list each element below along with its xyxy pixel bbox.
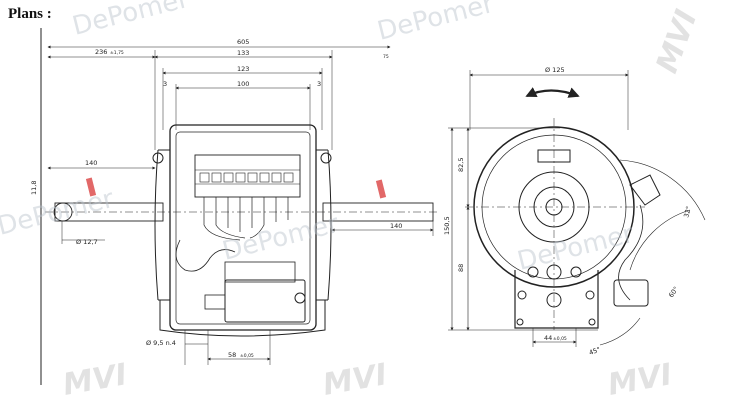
dim-frame-inner: 100 bbox=[237, 80, 249, 88]
dim-shaft-dia: Ø 12,7 bbox=[76, 238, 98, 246]
plans-heading: Plans : bbox=[8, 6, 52, 22]
dim-angle-32: 32° bbox=[682, 205, 693, 218]
dim-right-shaft-tol: 75 bbox=[383, 54, 389, 60]
dim-bottom-44: 44 bbox=[544, 334, 552, 342]
dim-right-140: 140 bbox=[390, 222, 402, 230]
watermark-mvi: MVI bbox=[605, 357, 674, 400]
watermark-mvi: MVI bbox=[650, 5, 705, 77]
dim-overall: 605 bbox=[237, 38, 249, 46]
watermark-mvi: MVI bbox=[60, 357, 129, 400]
dim-base-tol: ±0,05 bbox=[240, 353, 254, 359]
watermark-depomer: DePomer bbox=[0, 184, 117, 242]
dim-frame-mid: 123 bbox=[237, 65, 249, 73]
dim-height-11: 11,8 bbox=[30, 181, 38, 195]
watermark-layer: DePomer DePomer DePomer DePomer DePomer … bbox=[0, 0, 704, 400]
dim-base: 58 bbox=[228, 351, 236, 359]
dim-top-dia: Ø 125 bbox=[545, 66, 565, 74]
dim-left-shaft: 236 bbox=[95, 48, 107, 56]
watermark-accent bbox=[375, 179, 387, 199]
dim-h-88: 88 bbox=[457, 264, 465, 272]
watermark-depomer: DePomer bbox=[219, 209, 342, 267]
watermark-depomer: DePomer bbox=[514, 219, 637, 277]
dim-angle-45: 45° bbox=[588, 345, 602, 356]
watermark-depomer: DePomer bbox=[69, 0, 192, 42]
side-view bbox=[40, 28, 440, 385]
dim-angle-60: 60° bbox=[667, 285, 680, 299]
dim-hole: Ø 9,5 n.4 bbox=[146, 339, 176, 347]
dim-offset-right: 3 bbox=[317, 80, 321, 88]
dim-offset-left: 3 bbox=[163, 80, 167, 88]
watermark-depomer: DePomer bbox=[374, 0, 497, 47]
dim-frame-outer: 133 bbox=[237, 49, 249, 57]
watermark-mvi: MVI bbox=[320, 357, 389, 400]
dim-h-150: 150,5 bbox=[443, 216, 451, 235]
dim-h-82: 82,5 bbox=[457, 158, 465, 172]
watermark-accent bbox=[85, 177, 97, 197]
dim-left-shaft-tol: ±1,75 bbox=[110, 50, 124, 56]
front-view bbox=[448, 70, 706, 347]
dim-left-140: 140 bbox=[85, 159, 97, 167]
dim-bottom-44-tol: ±0,05 bbox=[553, 336, 567, 342]
